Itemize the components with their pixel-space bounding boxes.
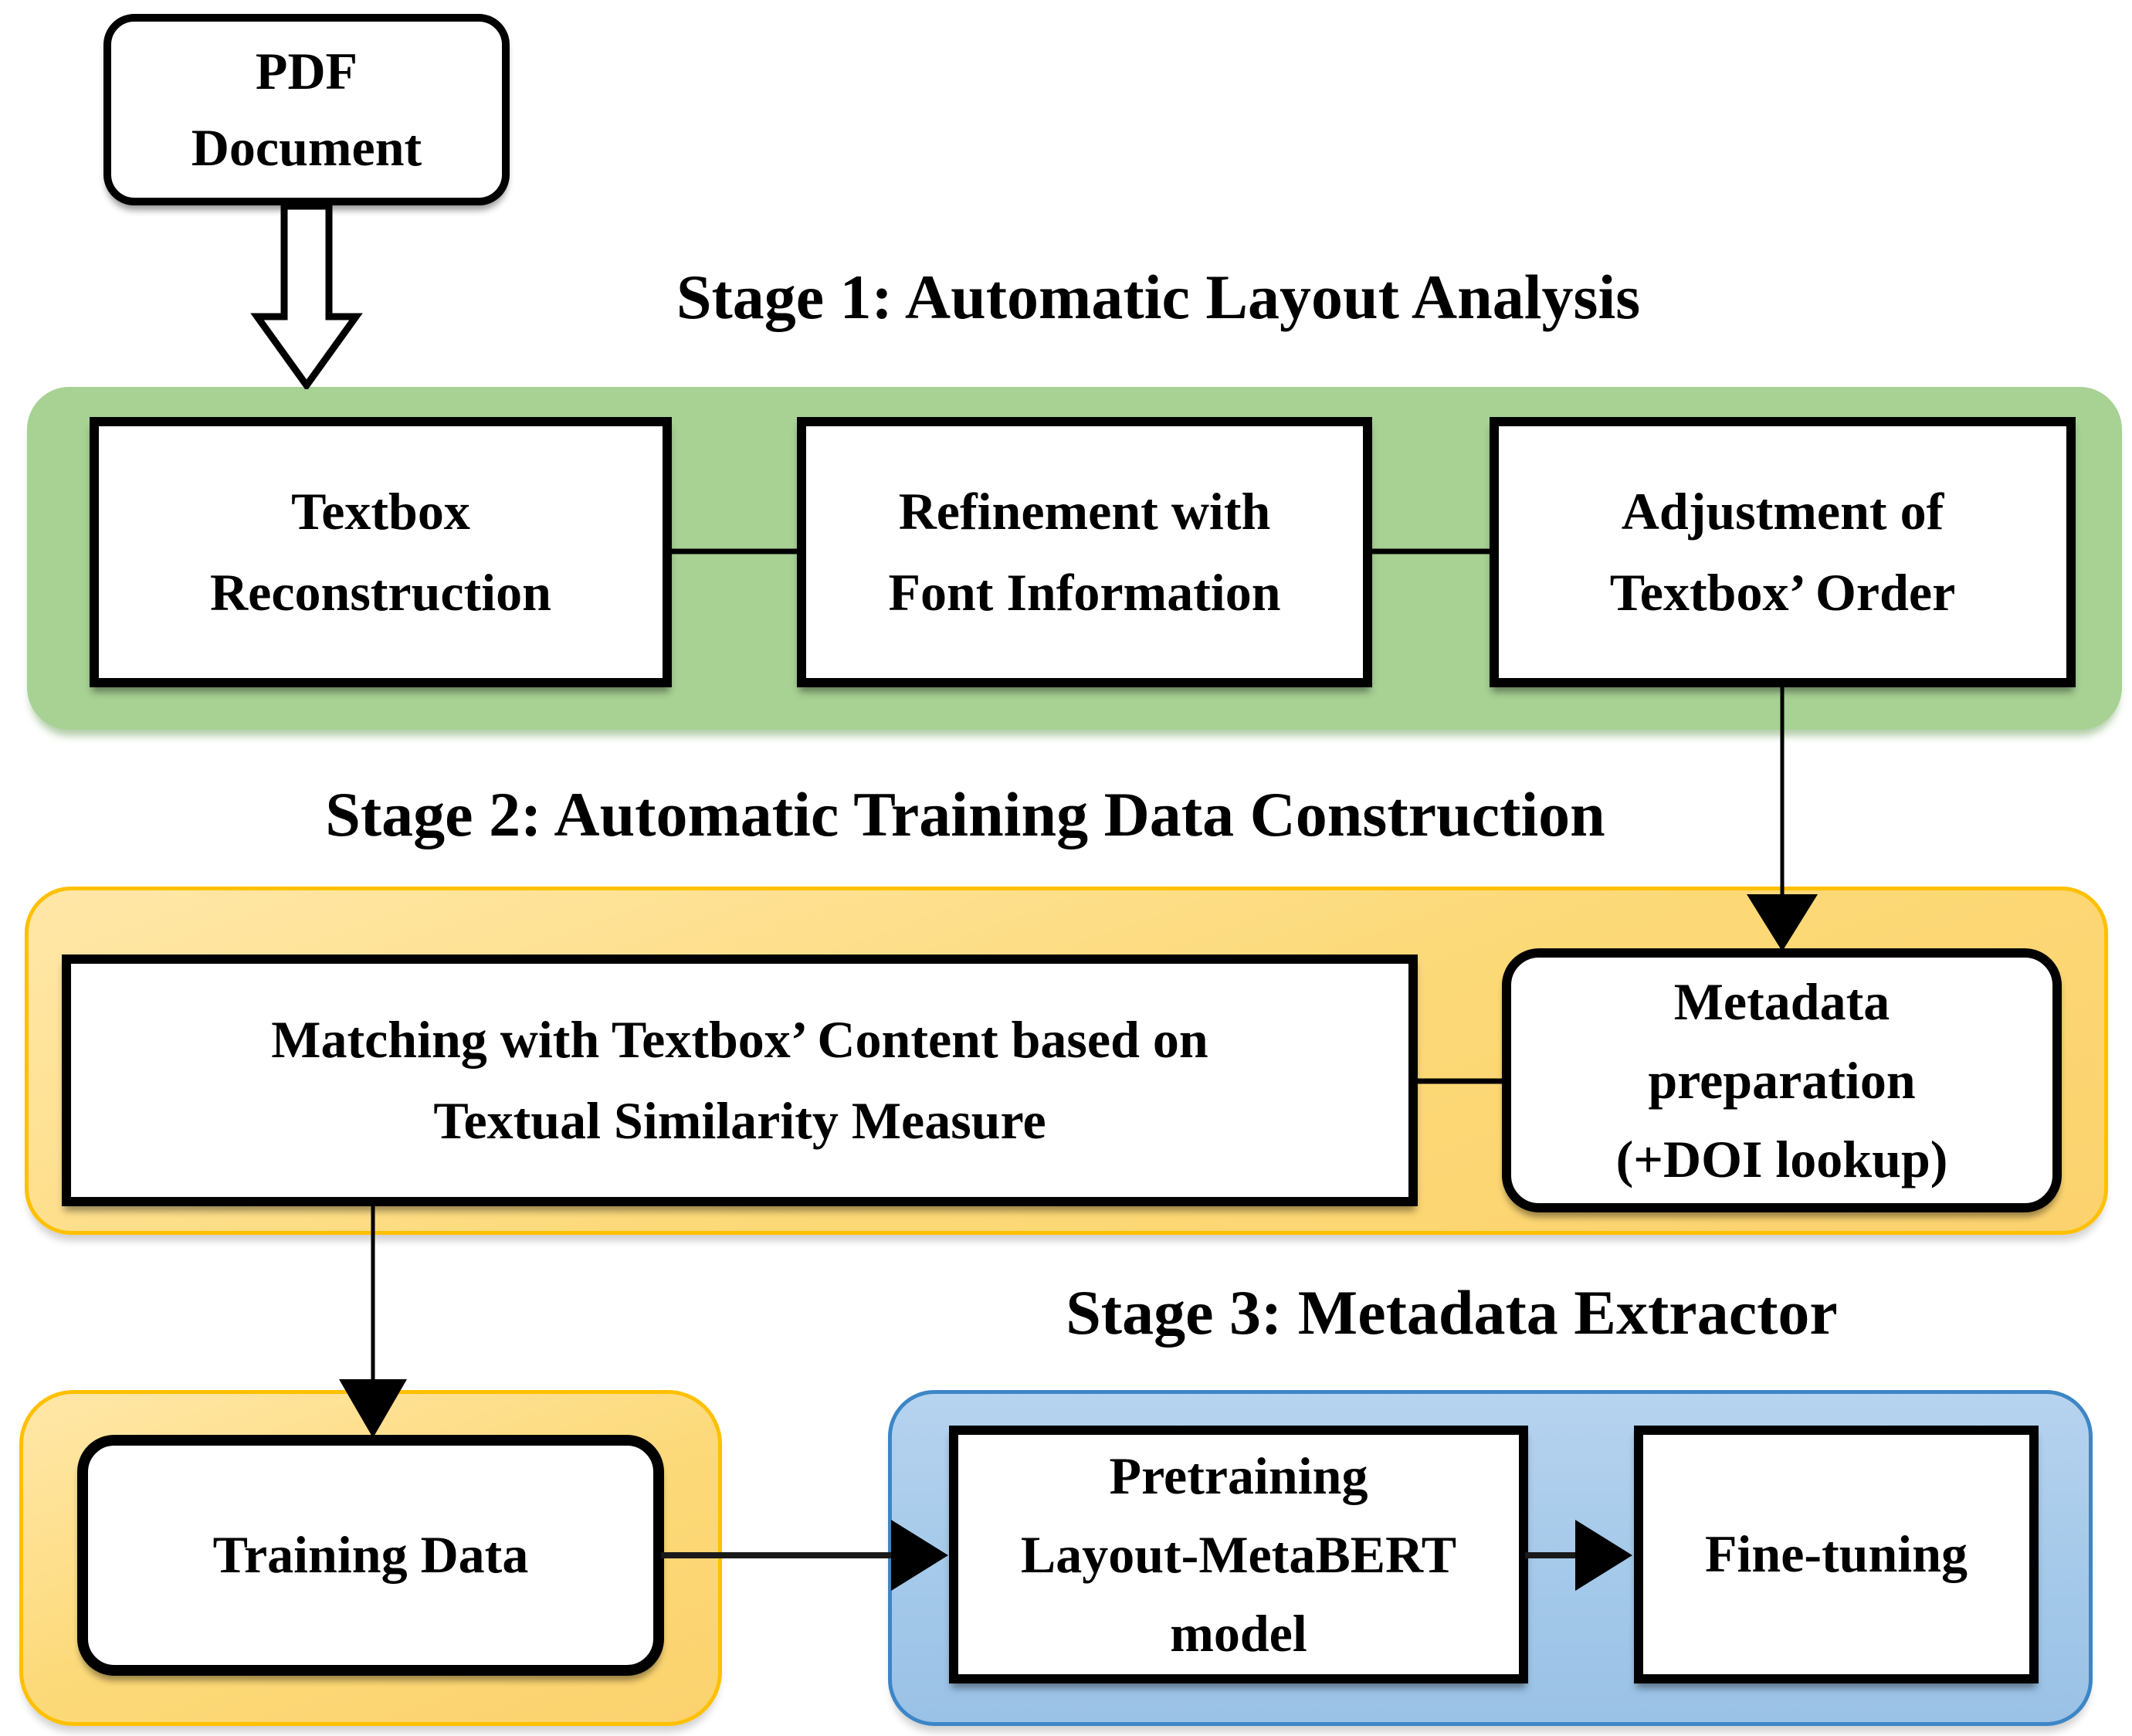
- node-refinement-font-information: Refinement with Font Information: [797, 417, 1372, 687]
- node-matching-textual-similarity: Matching with Textbox’ Content based on …: [62, 954, 1418, 1206]
- node-fine-tuning: Fine-tuning: [1634, 1426, 2039, 1683]
- stage3-title: Stage 3: Metadata Extractor: [1066, 1277, 1838, 1348]
- node-training-data: Training Data: [77, 1435, 664, 1676]
- stage1-title: Stage 1: Automatic Layout Analysis: [676, 262, 1641, 332]
- node-metadata-preparation: Metadata preparation (+DOI lookup): [1502, 948, 2062, 1212]
- node-pdf-document: PDF Document: [103, 14, 510, 205]
- stage2-title: Stage 2: Automatic Training Data Constru…: [325, 779, 1605, 849]
- node-textbox-reconstruction: Textbox Reconstruction: [90, 417, 672, 687]
- pdf-to-stage1-arrow-icon: [250, 202, 363, 389]
- node-adjustment-textbox-order: Adjustment of Textbox’ Order: [1490, 417, 2076, 687]
- node-pretraining-layout-metabert: Pretraining Layout-MetaBERT model: [949, 1426, 1528, 1683]
